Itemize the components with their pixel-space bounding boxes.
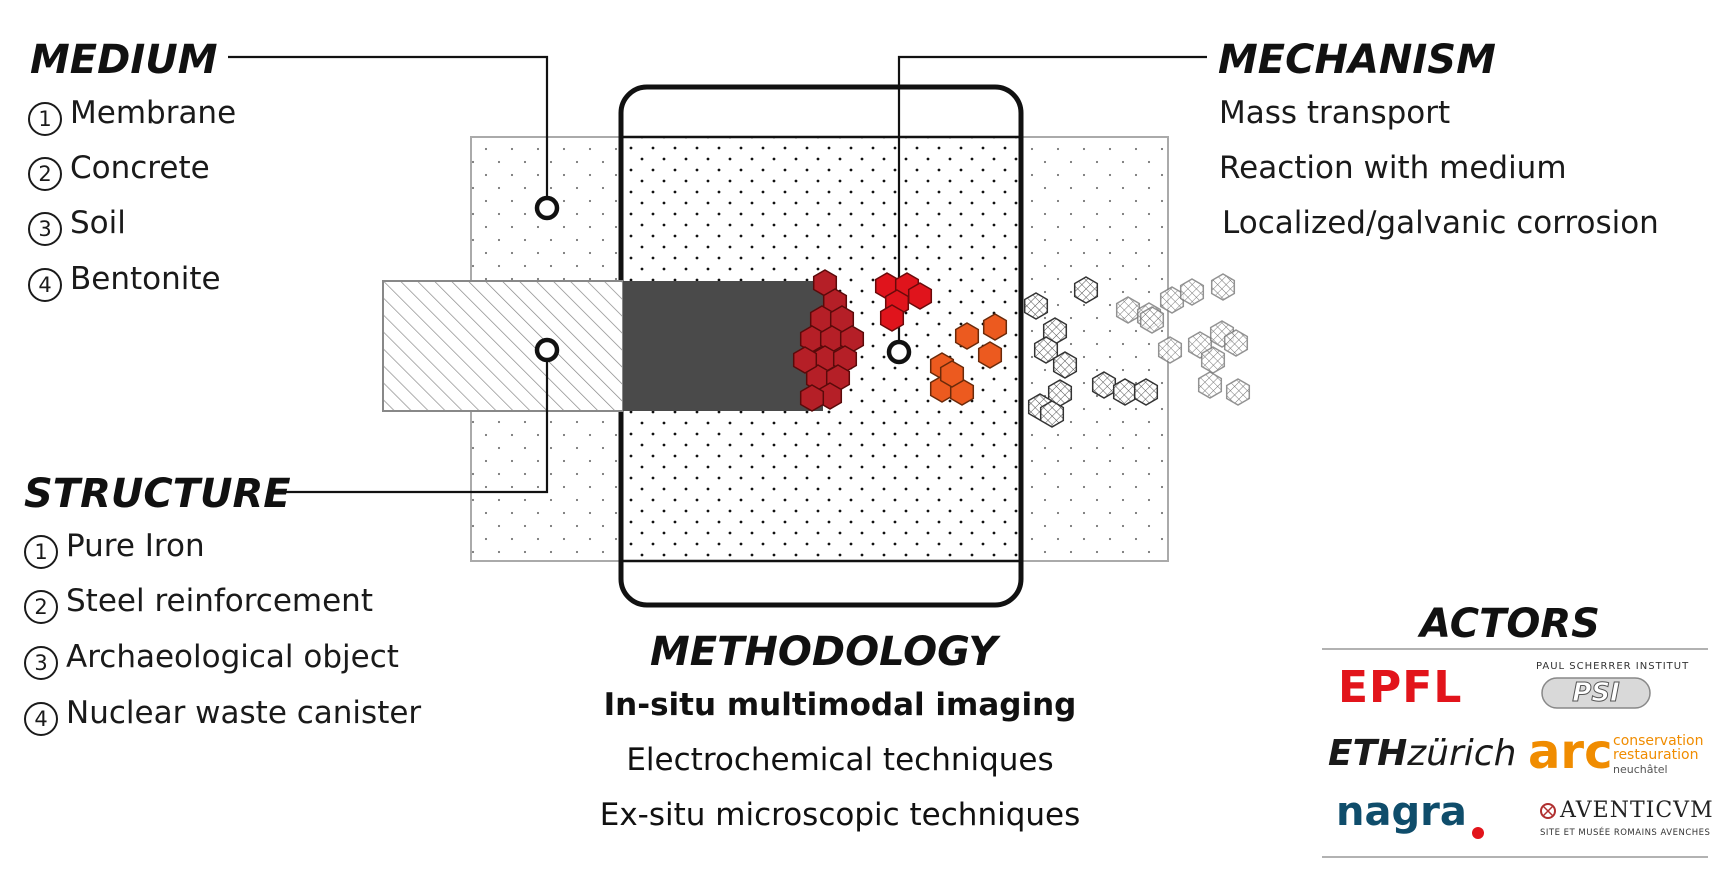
- methodology-title: METHODOLOGY: [650, 629, 998, 675]
- methodology-item: Ex-situ microscopic techniques: [599, 797, 1081, 833]
- psi-logo: PSI: [1572, 678, 1620, 708]
- migrating-ion-hex: [1210, 273, 1236, 301]
- migrating-ion-hex: [1091, 371, 1117, 399]
- structure-marker: [534, 337, 560, 363]
- eth-logo-light: zürich: [1407, 733, 1517, 774]
- mechanism-item: Reaction with medium: [1219, 150, 1567, 186]
- medium-marker: [534, 195, 560, 221]
- arc-logo-line: neuchâtel: [1613, 763, 1668, 776]
- item-label: Membrane: [70, 95, 237, 131]
- item-label: Concrete: [70, 150, 210, 186]
- structure-leader: [283, 350, 549, 494]
- eth-logo-bold: ETH: [1328, 733, 1408, 774]
- corrosion-product-hex: [977, 341, 1003, 369]
- arc-logo: arc: [1528, 724, 1613, 780]
- corrosion-product-hex: [799, 384, 825, 412]
- medium-title: MEDIUM: [30, 37, 218, 83]
- migrating-ion-hex: [1159, 286, 1185, 314]
- corrosion-product-hex: [939, 360, 965, 388]
- arc-logo-line: restauration: [1613, 747, 1699, 763]
- migrating-ion-hex: [1073, 276, 1099, 304]
- migrating-ion-hex: [1223, 329, 1249, 357]
- migrating-ion-hex: [1133, 378, 1159, 406]
- psi-logo-caption: PAUL SCHERRER INSTITUT: [1536, 661, 1690, 672]
- item-label: Soil: [70, 205, 126, 241]
- medium-leader: [228, 55, 549, 208]
- item-number: 2: [28, 157, 62, 191]
- eth-logo: ETHzürich: [1328, 736, 1516, 772]
- item-number: 1: [28, 102, 62, 136]
- migrating-ion-hex: [1225, 378, 1251, 406]
- corrosion-product-hex: [792, 346, 818, 374]
- migrating-ion-hex: [1200, 346, 1226, 374]
- methodology-item: Electrochemical techniques: [626, 742, 1054, 778]
- migrating-ion-hex: [1112, 378, 1138, 406]
- epfl-logo: EPFL: [1338, 662, 1463, 713]
- item-label: Steel reinforcement: [66, 583, 373, 619]
- item-number: 4: [24, 702, 58, 736]
- corrosion-product-hex: [954, 322, 980, 350]
- item-label: Archaeological object: [66, 639, 399, 675]
- corrosion-product-hex: [907, 282, 933, 310]
- mechanism-item: Localized/galvanic corrosion: [1222, 205, 1659, 241]
- item-number: 3: [28, 212, 62, 246]
- item-number: 2: [24, 590, 58, 624]
- corrosion-product-hex: [879, 304, 905, 332]
- migrating-ion-hex: [1039, 400, 1065, 428]
- structure-title: STRUCTURE: [24, 471, 291, 517]
- migrating-ion-hex: [1197, 371, 1223, 399]
- item-number: 3: [24, 646, 58, 680]
- migrating-ion-hex: [1033, 336, 1059, 364]
- migrating-ion-hex: [1179, 278, 1205, 306]
- migrating-ion-hex: [1023, 292, 1049, 320]
- aventicum-logo: AVENTICVM: [1560, 798, 1714, 823]
- mechanism-marker: [886, 339, 912, 365]
- aventicum-emblem-icon: [1540, 803, 1556, 819]
- methodology-item-primary: In-situ multimodal imaging: [603, 687, 1077, 723]
- aventicum-logo-sub: SITE ET MUSÉE ROMAINS AVENCHES: [1540, 828, 1711, 838]
- mechanism-leader: [897, 55, 1207, 352]
- psi-badge: [1541, 677, 1651, 709]
- migrating-ion-hex: [1157, 336, 1183, 364]
- item-label: Pure Iron: [66, 528, 205, 564]
- item-label: Nuclear waste canister: [66, 695, 422, 731]
- nagra-dot: [1472, 827, 1484, 839]
- mechanism-item: Mass transport: [1219, 95, 1451, 131]
- structure-hatched: [382, 280, 624, 412]
- mechanism-title: MECHANISM: [1218, 37, 1496, 83]
- corrosion-product-hex: [982, 313, 1008, 341]
- item-number: 1: [24, 535, 58, 569]
- migrating-ion-hex: [1115, 296, 1141, 324]
- migrating-ion-hex: [1052, 351, 1078, 379]
- structure-metal: [623, 281, 823, 411]
- arc-logo-line: conservation: [1613, 733, 1704, 749]
- nagra-logo: nagra: [1336, 789, 1467, 835]
- item-label: Bentonite: [70, 261, 221, 297]
- actors-title: ACTORS: [1420, 601, 1600, 647]
- item-number: 4: [28, 268, 62, 302]
- migrating-ion-hex: [1139, 306, 1165, 334]
